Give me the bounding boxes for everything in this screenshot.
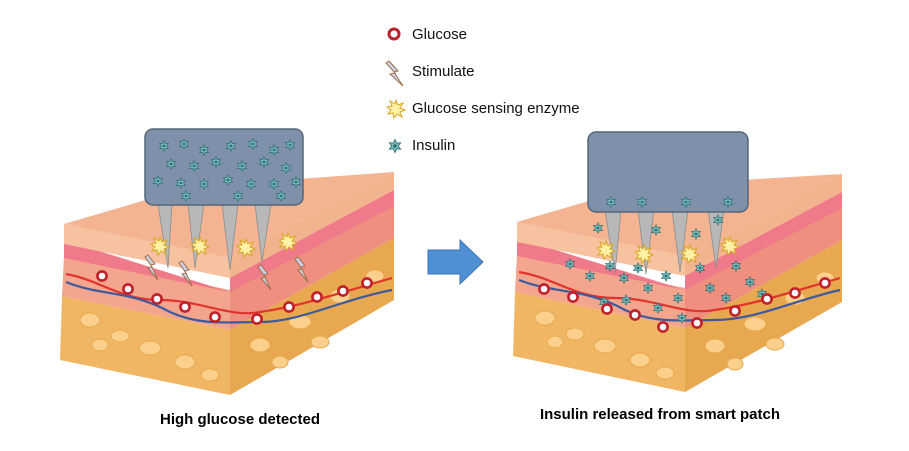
insulin-star-icon — [388, 138, 402, 154]
blood-vessel-blue — [65, 280, 393, 324]
pink-band — [64, 190, 394, 292]
legend-label: Insulin — [412, 137, 456, 154]
enzyme-burst-icon — [385, 98, 407, 120]
legend-label: Glucose — [412, 26, 468, 43]
caption-high-glucose: High glucose detected — [159, 411, 321, 428]
smart-patch-right — [587, 131, 749, 213]
lightning-bolt-icon — [385, 60, 404, 87]
dermis-side — [230, 200, 394, 330]
legend-label: Stimulate — [412, 63, 475, 80]
glucose-ring-icon — [387, 27, 401, 41]
caption-insulin-released: Insulin released from smart patch — [539, 406, 781, 423]
epidermis-front — [64, 224, 230, 278]
fat-layer-side — [685, 240, 842, 392]
fat-layer-side — [230, 238, 394, 395]
epidermis-side — [230, 172, 394, 278]
blood-vessel-red — [518, 270, 841, 313]
legend-label: Glucose sensing enzyme — [412, 100, 580, 117]
pink-band — [517, 192, 842, 290]
dermis-front — [515, 254, 685, 328]
transition-arrow-icon — [427, 238, 484, 286]
skin-block-left — [60, 172, 394, 395]
